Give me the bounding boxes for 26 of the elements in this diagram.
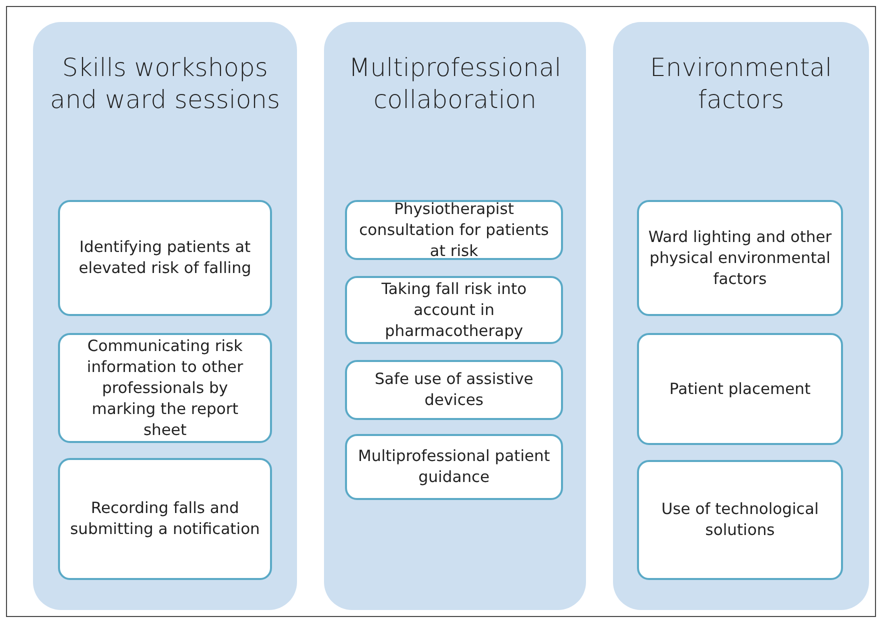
item-text: Communicating risk information to other professionals by marking the report sheet	[86, 336, 244, 440]
item-text: Physiotherapist consultation for patients at risk	[358, 198, 550, 262]
item-box	[345, 434, 563, 500]
item-text: Taking fall risk into account in pharmacotherapy	[380, 278, 528, 342]
item-text: Safe use of assistive devices	[374, 369, 534, 411]
column-title: Environmental factors	[649, 52, 833, 116]
item-box	[345, 200, 563, 260]
column-panel	[613, 22, 869, 610]
column-panel	[324, 22, 586, 610]
column-panel	[33, 22, 297, 610]
item-text: Recording falls and submitting a notification	[69, 498, 261, 540]
item-box	[637, 200, 843, 316]
item-box	[58, 200, 272, 316]
item-text: Ward lighting and other physical environmental factors	[647, 226, 833, 290]
item-box	[58, 458, 272, 580]
item-box	[637, 333, 843, 445]
item-text: Use of technological solutions	[660, 499, 820, 541]
item-box	[345, 276, 563, 344]
item-text: Multiprofessional patient guidance	[357, 446, 551, 488]
item-box	[637, 460, 843, 580]
item-text: Identifying patients at elevated risk of falling	[78, 237, 252, 279]
item-text: Patient placement	[669, 378, 811, 400]
column-title: Skills workshops and ward sessions	[49, 52, 281, 116]
item-box	[345, 360, 563, 420]
column-title: Multiprofessional collaboration	[348, 52, 562, 116]
item-box	[58, 333, 272, 443]
